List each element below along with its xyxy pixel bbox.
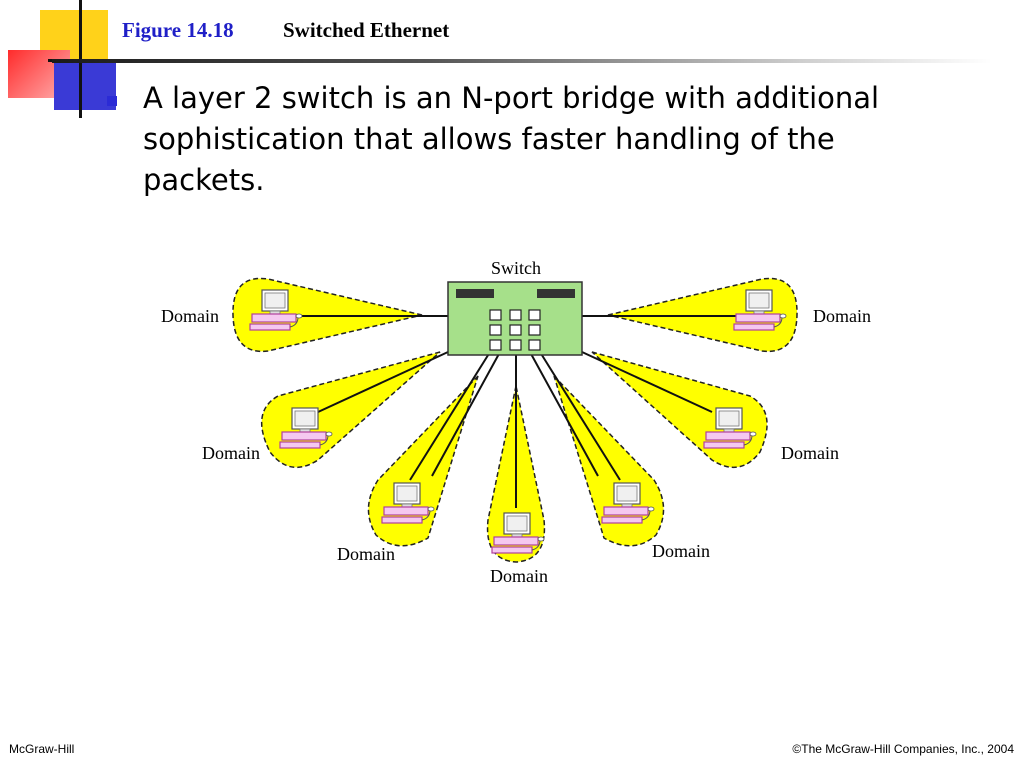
figure-label: Figure 14.18: [122, 18, 234, 42]
figure-title: Switched Ethernet: [283, 18, 450, 42]
domain-label: Domain: [652, 541, 710, 561]
corner-blue-block: [54, 62, 116, 110]
title-underline: [52, 59, 992, 63]
switch-label: Switch: [491, 258, 541, 278]
footer-copyright: ©The McGraw-Hill Companies, Inc., 2004: [792, 742, 1014, 756]
domain-label: Domain: [202, 443, 260, 463]
switch-device: [447, 281, 583, 356]
domain-label: Domain: [813, 306, 871, 326]
bullet-icon: [107, 96, 117, 106]
domain-label: Domain: [337, 544, 395, 564]
domain-label: Domain: [781, 443, 839, 463]
domain-label: Domain: [490, 566, 548, 586]
bullet-text: A layer 2 switch is an N-port bridge wit…: [143, 81, 880, 197]
footer-publisher: McGraw-Hill: [9, 742, 75, 756]
domain-label: Domain: [161, 306, 219, 326]
